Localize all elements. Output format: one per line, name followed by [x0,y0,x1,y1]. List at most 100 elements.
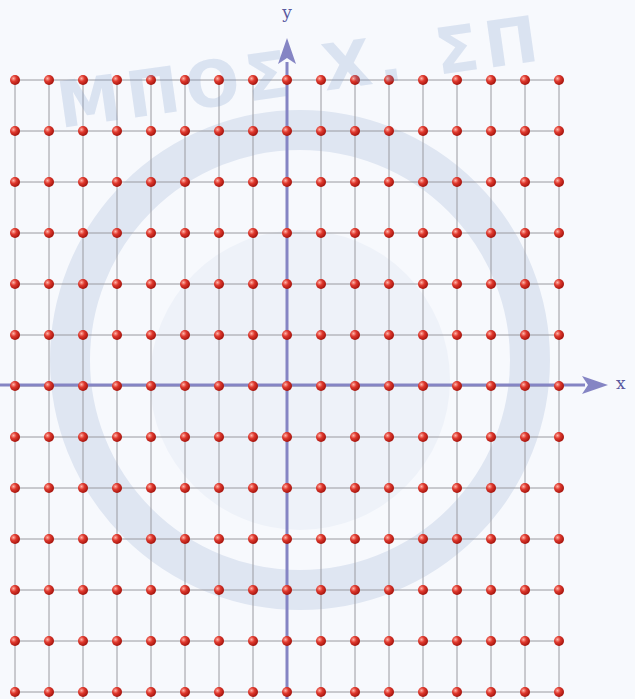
lattice-point [316,636,326,646]
lattice-point [554,687,564,697]
lattice-point [146,330,156,340]
x-arrowhead [582,376,608,394]
lattice-point [282,330,292,340]
lattice-point [78,177,88,187]
lattice-point [146,585,156,595]
lattice-point [452,483,462,493]
lattice-point [384,432,394,442]
lattice-point [418,228,428,238]
lattice-point [316,483,326,493]
lattice-point [112,228,122,238]
lattice-point [248,330,258,340]
lattice-point [44,483,54,493]
lattice-point [44,636,54,646]
lattice-point [452,585,462,595]
lattice-point [248,534,258,544]
lattice-point [350,126,360,136]
lattice-point [214,534,224,544]
lattice-point [146,483,156,493]
axis-label: x [616,375,626,392]
lattice-point [282,126,292,136]
lattice-point [248,381,258,391]
lattice-point [78,585,88,595]
lattice-point [282,279,292,289]
lattice-point [78,279,88,289]
lattice-point [10,126,20,136]
lattice-point [316,330,326,340]
lattice-point [520,636,530,646]
lattice-point [384,636,394,646]
lattice-point [316,687,326,697]
lattice-point [180,126,190,136]
lattice-point [486,432,496,442]
lattice-point [384,279,394,289]
lattice-point [418,126,428,136]
lattice-point [520,279,530,289]
lattice-point [350,177,360,187]
lattice-point [146,687,156,697]
lattice-point [418,432,428,442]
lattice-point [44,279,54,289]
lattice-point [146,177,156,187]
lattice-point [214,636,224,646]
lattice-point [486,228,496,238]
lattice-point [112,636,122,646]
lattice-point [384,483,394,493]
lattice-point [486,279,496,289]
axis-label: y [282,4,292,21]
lattice-point [452,330,462,340]
lattice-points [10,75,564,697]
lattice-point [418,687,428,697]
lattice-point [10,330,20,340]
lattice-point [316,534,326,544]
lattice-point [452,687,462,697]
y-axis [286,62,289,699]
lattice-point [282,483,292,493]
lattice-point [554,381,564,391]
lattice-point [554,279,564,289]
lattice-point [180,432,190,442]
lattice-point [452,177,462,187]
lattice-point [180,279,190,289]
lattice-point [418,585,428,595]
lattice-point [554,432,564,442]
lattice-point [316,585,326,595]
lattice-point [10,534,20,544]
lattice-point [44,534,54,544]
lattice-point [248,636,258,646]
lattice-point [520,381,530,391]
lattice-point [248,585,258,595]
lattice-point [180,330,190,340]
lattice-point [180,483,190,493]
lattice-point [10,432,20,442]
lattice-point [112,381,122,391]
lattice-point [44,177,54,187]
lattice-point [554,636,564,646]
lattice-point [214,483,224,493]
watermark-portrait [150,230,450,530]
lattice-point [214,126,224,136]
lattice-point [452,279,462,289]
lattice-point [44,381,54,391]
lattice-point [10,483,20,493]
lattice-point [44,330,54,340]
lattice-point [554,126,564,136]
lattice-point [554,534,564,544]
lattice-point [384,585,394,595]
lattice-point [44,585,54,595]
lattice-point [520,432,530,442]
lattice-point [112,279,122,289]
lattice-point [78,381,88,391]
lattice-point [44,687,54,697]
lattice-point [112,687,122,697]
lattice-point [316,126,326,136]
lattice-point [146,381,156,391]
lattice-point [10,636,20,646]
lattice-point [10,279,20,289]
lattice-point [452,126,462,136]
lattice-point [384,126,394,136]
lattice-point [350,228,360,238]
lattice-point [520,585,530,595]
lattice-point [350,483,360,493]
lattice-point [44,228,54,238]
